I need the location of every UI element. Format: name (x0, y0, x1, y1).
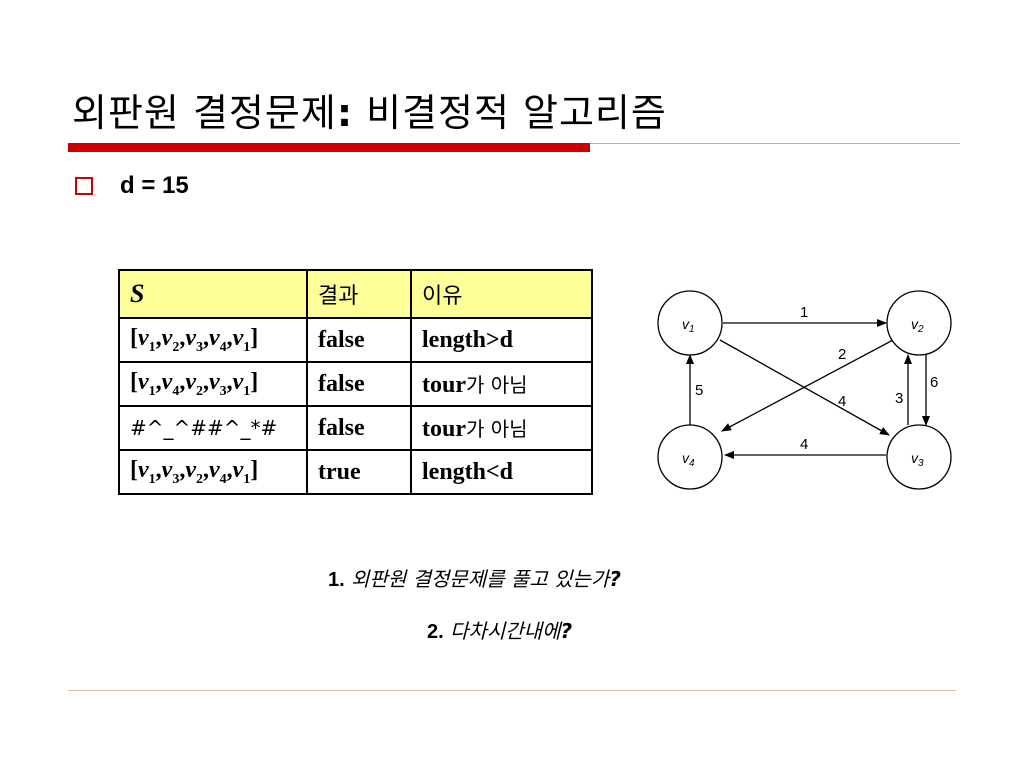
node-v3-label: v3 (911, 450, 924, 469)
title-rule (590, 143, 960, 144)
edge-v2-v3-weight: 6 (930, 374, 938, 391)
tsp-table: S 결과 이유 [v1,v2,v3,v4,v1] false length>d … (118, 269, 593, 495)
table-header-row: S 결과 이유 (118, 269, 593, 319)
node-v3 (886, 424, 952, 490)
node-v1-label: v1 (682, 316, 695, 335)
result-cell: true (306, 449, 412, 495)
table-row: [v1,v3,v2,v4,v1] true length<d (118, 449, 593, 495)
edge-v3-v2-weight: 3 (895, 390, 903, 407)
reason-cell: length>d (410, 317, 593, 363)
table-row: #^_^##^_*# false tour가 아님 (118, 405, 593, 451)
header-s-label: S (130, 279, 145, 308)
result-cell: false (306, 317, 412, 363)
node-v2-label: v2 (911, 316, 924, 335)
edge-v2-v4 (721, 339, 894, 432)
edge-v4-v1-weight: 5 (695, 382, 703, 399)
header-cell-reason: 이유 (410, 269, 593, 319)
edge-v2-v4-weight: 2 (838, 346, 846, 363)
path-cell: [v1,v3,v2,v4,v1] (118, 449, 308, 495)
table-row: [v1,v2,v3,v4,v1] false length>d (118, 317, 593, 363)
result-cell: false (306, 361, 412, 407)
slide-title: 외판원 결정문제: 비결정적 알고리즘 (72, 82, 667, 137)
edge-v1-v3 (719, 339, 890, 436)
question-1: 1. 외판원 결정문제를 풀고 있는가? (328, 567, 621, 591)
title-main: 외판원 결정문제 (72, 91, 337, 135)
title-colon: : (336, 91, 354, 135)
edge-v1-v2-weight: 1 (800, 304, 808, 321)
path-cell: [v1,v2,v3,v4,v1] (118, 317, 308, 363)
header-cell-result: 결과 (306, 269, 412, 319)
reason-cell: tour가 아님 (410, 405, 593, 451)
table-row: [v1,v4,v2,v3,v1] false tour가 아님 (118, 361, 593, 407)
tsp-graph: v1 v2 v3 v4 1 2 4 4 5 3 6 (657, 290, 952, 490)
reason-cell: tour가 아님 (410, 361, 593, 407)
footer-rule (68, 690, 956, 691)
node-v4 (657, 424, 723, 490)
node-v2 (886, 290, 952, 356)
edge-v3-v4-weight: 4 (800, 436, 808, 453)
header-cell-s: S (118, 269, 308, 319)
title-accent-bar (68, 143, 590, 152)
title-rest: 비결정적 알고리즘 (353, 91, 667, 135)
edge-v1-v3-weight: 4 (838, 393, 846, 410)
path-cell: [v1,v4,v2,v3,v1] (118, 361, 308, 407)
path-cell: #^_^##^_*# (118, 405, 308, 451)
square-bullet-icon (75, 177, 93, 195)
question-2: 2. 다차시간내에? (427, 619, 573, 643)
result-cell: false (306, 405, 412, 451)
reason-cell: length<d (410, 449, 593, 495)
node-v4-label: v4 (682, 450, 695, 469)
bullet-text: d = 15 (120, 172, 189, 199)
node-v1 (657, 290, 723, 356)
